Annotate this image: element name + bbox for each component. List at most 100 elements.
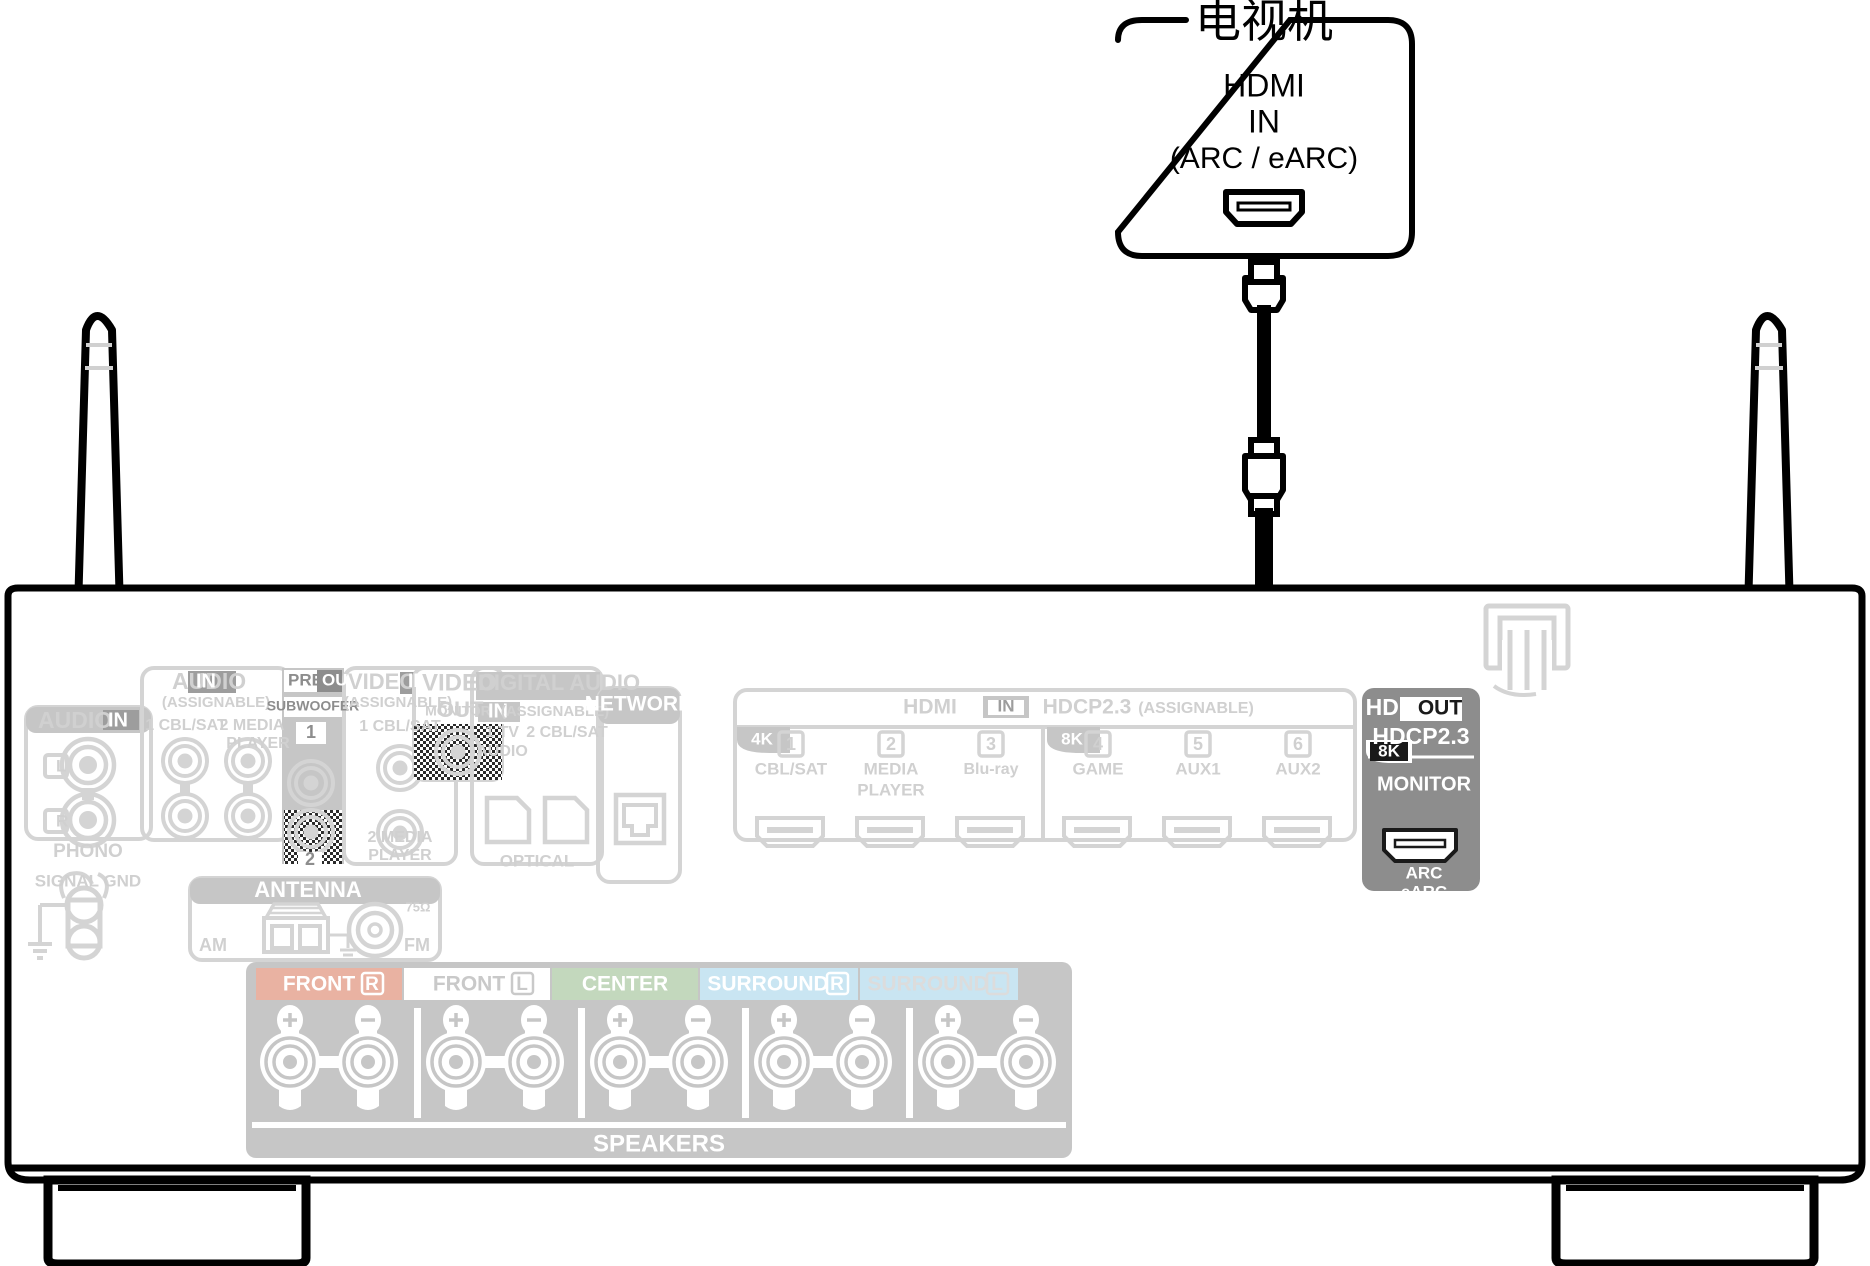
video-out-label-2: OUT [437,697,484,722]
hdcp-label: HDCP2.3 [1043,696,1132,719]
hdmi-port-2-name-a: MEDIA [864,759,919,778]
speaker-post-pair-center [588,1003,730,1112]
video-in-assignable-label: (ASSIGNABLE) [344,694,452,711]
hdmi-port-1-name: CBL/SAT [755,759,828,778]
hdmi-port-5-number: 5 [1193,734,1203,754]
pre-out-label-2: OUT [322,670,359,689]
video-in-2-label-b: PLAYER [368,847,432,864]
audio-in-badge: IN [196,670,216,692]
hdmi-port-4-name: GAME [1073,759,1124,778]
speaker-label-surround-l: SURROUND [867,973,988,996]
hdmi-port-5-name: AUX1 [1175,759,1220,778]
hdmi-in-bank [733,688,1357,848]
pre-out-label-1: PRE [288,670,323,689]
speaker-post-pair-surround-l [916,1003,1058,1112]
hdmi-out-monitor-panel [1362,688,1480,891]
audio-in-1-label: 1 CBL/SAT [145,717,227,734]
hdmi-port-2-name-b: PLAYER [857,780,924,799]
digital-audio-in-group [470,666,604,866]
video-out-label-1: VIDEO [422,669,497,696]
tv-in-label: IN [1248,103,1280,139]
digital-audio-assignable-label: (ASSIGNABLE) [501,703,609,720]
speaker-label-front-l: FRONT [433,973,505,996]
speaker-label-center: CENTER [582,973,668,996]
speaker-channel-front-r: R [365,974,379,995]
pre-out-subwoofer-group [282,668,344,868]
signal-gnd-label: SIGNAL GND [35,871,141,890]
digital-audio-in-badge: IN [488,700,508,722]
hdmi-out-label: HDMI [1366,694,1425,720]
network-group [596,686,682,884]
am-antenna-terminal-icon [262,902,356,957]
speaker-post-pair-front-r [258,1003,400,1112]
optical-label: OPTICAL [500,851,575,870]
signal-gnd-terminal [28,871,109,961]
audio-in-2-label-a: 2 MEDIA [220,717,285,734]
audio-in-label: AUDIO [172,668,246,694]
phono-in-badge: IN [108,709,128,731]
video-out-monitor-label: MONITOR [425,703,491,719]
speaker-post-pair-surround-r [752,1003,894,1112]
hdmi-port-1-number: 1 [786,734,796,754]
hdmi-port-3-name: Blu-ray [963,761,1018,778]
video-in-label-1: VIDEO [348,669,416,694]
optical-port-1-icon [484,795,532,845]
video-in-2-label-a: 2 MEDIA [368,829,433,846]
antenna-am-label: AM [199,935,227,955]
ethernet-port-icon [613,792,667,846]
phono-channel-r: R [56,811,68,830]
tv-device-label: 电视机 [1195,0,1333,47]
tv-device-box [1114,17,1415,259]
subwoofer-2-label: 2 [305,849,315,869]
tv-hdmi-port-icon [1223,189,1305,227]
hdmi-in-assignable-label: (ASSIGNABLE) [1138,700,1254,717]
video-in-badge: IN [408,671,427,692]
digital-audio-1-label-a: 1 TV [485,724,519,741]
hdmi-out-hdcp-label: HDCP2.3 [1372,723,1469,749]
tv-arc-earc-label: (ARC / eARC) [1170,142,1358,175]
hdmi-port-4-number: 4 [1093,734,1103,754]
speaker-label-surround-r: SURROUND [707,973,828,996]
phono-input-group [24,705,153,846]
speaker-label-front-r: FRONT [283,973,355,996]
speaker-terminal-block [246,962,1072,1158]
antenna-terminal-group [188,876,442,962]
hdmi-out-earc-label: eARC [1401,882,1447,901]
antenna-fm-label: FM [404,935,430,955]
video-in-1-label: 1 CBL/SAT [359,718,441,735]
digital-audio-1-label-b: AUDIO [476,743,528,760]
fm-antenna-coax-icon [346,901,404,959]
hdmi-port-3-number: 3 [986,734,996,754]
tv-hdmi-label: HDMI [1223,67,1305,103]
digital-audio-label: DIGITAL AUDIO [478,670,640,695]
subwoofer-1-label: 1 [306,722,316,742]
audio-in-2-label-b: PLAYER [226,735,290,752]
receiver-foot-left [43,1175,311,1266]
hdmi-out-monitor-label: MONITOR [1377,773,1472,795]
hdmi-port-2-number: 2 [886,734,896,754]
badge-4k-label: 4K [751,729,773,748]
ac-power-inlet-icon [1483,603,1571,697]
antenna-label: ANTENNA [254,877,362,902]
antenna-left-icon [74,312,124,614]
antenna-impedance-label: 75Ω [406,899,431,914]
speaker-channel-surround-r: R [830,974,844,995]
badge-8k-label: 8K [1061,729,1083,748]
optical-port-2-icon [542,795,590,845]
polarity-marks [283,1013,1033,1027]
speaker-label-bg-center [552,968,698,1000]
hdmi-port-6-name: AUX2 [1275,759,1320,778]
speakers-label: SPEAKERS [593,1130,725,1157]
antenna-right-icon [1744,312,1794,614]
hdmi-out-badge: OUT [1418,697,1463,720]
subwoofer-label: SUBWOOFER [267,698,360,714]
hdmi-port-6-number: 6 [1293,734,1303,754]
phono-channel-l: L [56,756,66,775]
network-label: NETWORK [585,693,694,716]
phono-label: PHONO [53,841,123,862]
hdmi-out-arc-label: ARC [1406,863,1443,882]
hdmi-out-badge-8k: 8K [1378,741,1400,760]
speaker-channel-front-l: L [516,974,528,995]
digital-audio-2-label: 2 CBL/SAT [526,724,608,741]
